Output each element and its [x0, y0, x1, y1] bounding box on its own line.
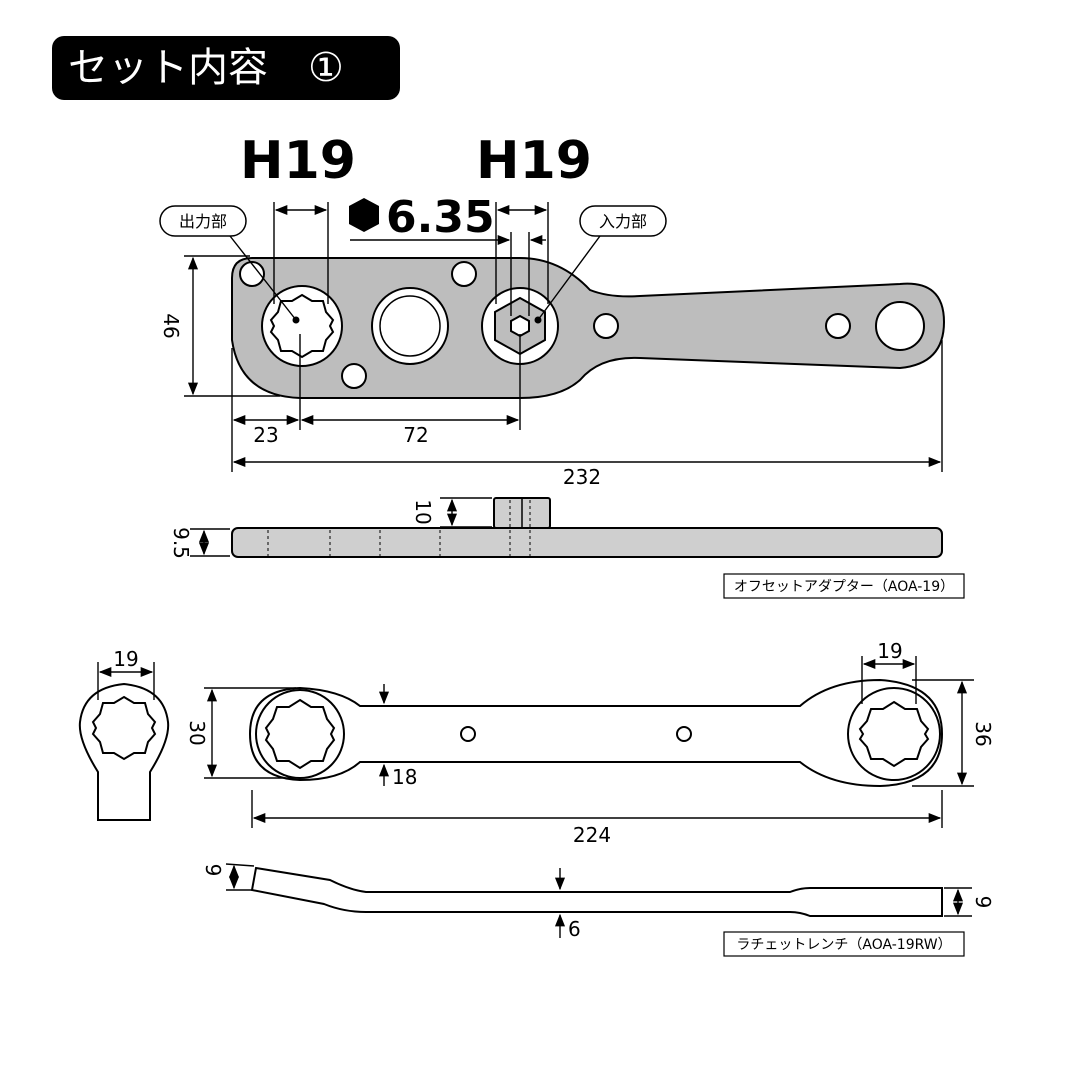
hex-size-label: 6.35 [386, 192, 495, 243]
center-hole [371, 287, 449, 365]
dim-shaft-width-label: 18 [392, 765, 417, 789]
bolt-hole [451, 261, 477, 287]
wrench-body [248, 678, 944, 788]
left-12pt-socket [264, 698, 336, 770]
right-12pt-socket [858, 700, 930, 768]
output-12pt-socket [269, 293, 335, 359]
shaft-hole [460, 726, 476, 742]
dim-hex-height-label: 10 [411, 499, 435, 524]
hex-symbol [349, 198, 379, 232]
dim-length-label: 232 [563, 465, 601, 489]
dim-head-left-label: 30 [185, 720, 209, 745]
bolt-hole [593, 313, 619, 339]
output-callout-box [159, 205, 247, 237]
output-size-label: H19 [240, 131, 356, 191]
dim-head-right-label: 36 [971, 721, 995, 746]
input-callout: 入力部 [599, 212, 647, 231]
wrench-caption: ラチェットレンチ（AOA-19RW） [736, 937, 951, 953]
wrench-caption-box [723, 931, 965, 957]
dim-shaft-thick-label: 6 [568, 917, 581, 941]
dim-ring-right-label: 19 [877, 639, 902, 663]
dim-offset-label: 23 [253, 423, 278, 447]
dim-ring-left-label: 19 [113, 647, 138, 671]
extension-line [225, 863, 255, 867]
output-leader [229, 235, 297, 321]
adapter-side-bar [231, 527, 943, 558]
adapter-caption: オフセットアダプター（AOA-19） [734, 579, 954, 595]
bolt-hole [825, 313, 851, 339]
end-hole [875, 301, 925, 351]
page-title: セット内容 ① [68, 45, 344, 91]
input-leader [537, 235, 601, 321]
end-view-12pt-socket [91, 695, 157, 761]
bolt-hole [239, 261, 265, 287]
bolt-hole [341, 363, 367, 389]
input-callout-box [579, 205, 667, 237]
center-hole-rim [379, 295, 441, 357]
title-banner [52, 36, 400, 100]
input-hex-socket [510, 314, 530, 338]
output-callout: 出力部 [179, 212, 227, 231]
adapter-caption-box [723, 573, 965, 599]
dim-center-label: 72 [403, 423, 428, 447]
dim-wrench-length-label: 224 [573, 823, 611, 847]
wrench-side-profile [250, 866, 943, 917]
input-size-label: H19 [476, 131, 592, 191]
dim-height-label: 46 [159, 313, 183, 338]
shaft-hole [676, 726, 692, 742]
dim-left-thick-label: 9 [201, 864, 225, 877]
dim-right-thick-label: 9 [971, 896, 995, 909]
dim-thickness-label: 9.5 [169, 527, 193, 559]
